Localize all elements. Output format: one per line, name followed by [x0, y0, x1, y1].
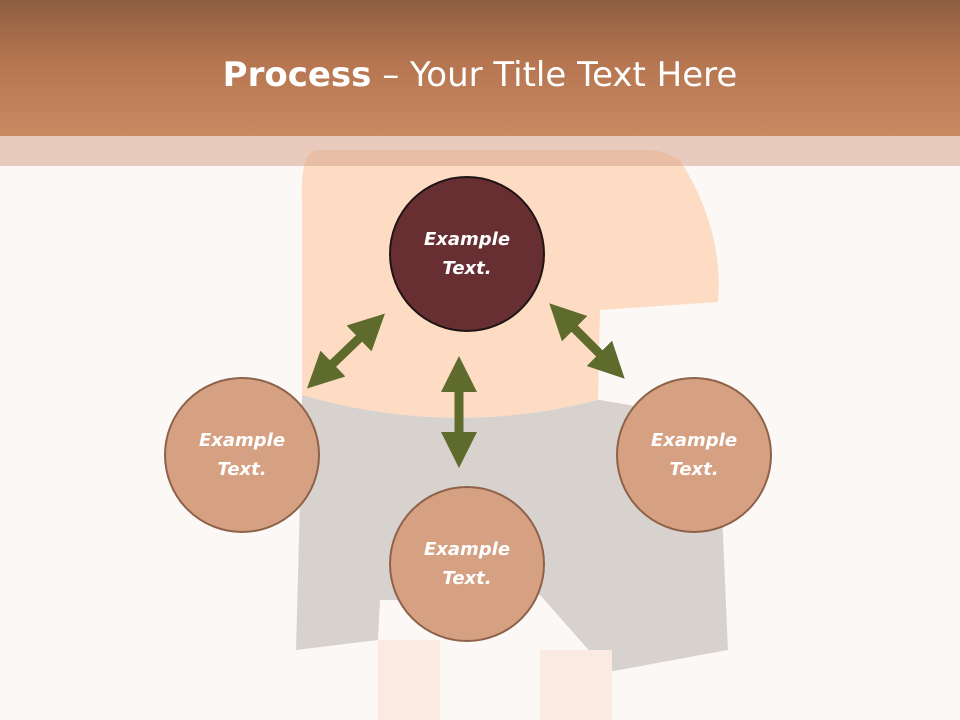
double-arrow-top-right — [549, 303, 625, 379]
circle-top-label: Example Text. — [423, 229, 511, 279]
title-bar — [0, 0, 960, 136]
title-separator: – — [371, 55, 411, 95]
circle-bottom-label: Example Text. — [423, 539, 511, 589]
left-leg-shape — [378, 640, 440, 720]
title-underlay-strip — [0, 136, 960, 166]
circle-top: Example Text. — [389, 176, 545, 332]
double-arrow-top-left — [307, 313, 385, 389]
circle-left-label: Example Text. — [198, 430, 286, 480]
title-rest-part: Your Title Text Here — [410, 55, 738, 95]
right-leg-shape — [540, 650, 612, 720]
title-bold-part: Process — [222, 55, 372, 95]
slide-title: Process – Your Title Text Here — [0, 52, 960, 98]
circle-right-label: Example Text. — [650, 430, 738, 480]
circle-left: Example Text. — [164, 377, 320, 533]
circle-bottom: Example Text. — [389, 486, 545, 642]
circle-right: Example Text. — [616, 377, 772, 533]
